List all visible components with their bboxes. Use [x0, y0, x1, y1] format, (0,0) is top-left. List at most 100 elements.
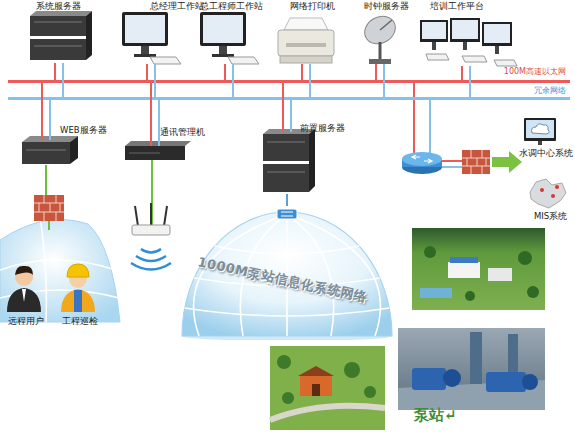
switch-icon [277, 209, 297, 219]
network-link [309, 64, 311, 99]
server-unit [30, 16, 86, 36]
bus-drop [429, 100, 431, 158]
map-shape [530, 179, 566, 208]
workstation-icon [200, 12, 259, 64]
network-link [49, 99, 51, 141]
network-link [41, 82, 43, 141]
network-link [383, 64, 385, 99]
device-node: 远程用户 [8, 262, 46, 312]
network-link [232, 64, 234, 99]
monitor-screen [125, 15, 165, 43]
person-vest [74, 290, 82, 312]
brick-mortar [34, 195, 64, 221]
photo-model [270, 346, 385, 430]
router-top [402, 152, 442, 166]
wireless-icon [131, 203, 171, 270]
map-icon [530, 179, 566, 208]
device-node: 培训工作平台 [418, 16, 514, 66]
network-dome: 1000M泵站信息化系统网络 [180, 206, 394, 340]
person-body [61, 289, 95, 312]
comm-icon [125, 141, 191, 160]
network-link [301, 64, 303, 82]
tree [465, 291, 475, 301]
building [448, 262, 480, 278]
device-label: 总工程师工作站 [200, 1, 263, 11]
server-side [309, 129, 315, 192]
dispatch-icon [524, 118, 556, 145]
pipe [470, 332, 482, 384]
device-label: WEB服务器 [60, 125, 107, 135]
pump [412, 368, 446, 390]
network-link [286, 194, 288, 206]
server-top [30, 11, 92, 16]
network-link [461, 66, 463, 82]
device-node: 前置服务器 [263, 132, 311, 194]
person-icon [7, 266, 41, 312]
monitor-frame [200, 12, 246, 46]
rack-unit [125, 146, 185, 160]
monitor-stand [495, 46, 499, 54]
link-line [45, 165, 47, 195]
device-node: WEB服务器 [22, 140, 70, 166]
monitor-screen [484, 24, 510, 43]
device-label: 前置服务器 [300, 123, 345, 133]
tree [282, 392, 294, 404]
device-node: 通讯管理机 [125, 146, 185, 160]
server-panel [267, 172, 305, 173]
device-node: 时钟服务器 [360, 14, 400, 64]
network-bus: 冗余网络 [8, 85, 570, 100]
device-node: 总经理工作站 [120, 12, 182, 64]
pump [486, 372, 526, 392]
switch-arrows [281, 212, 293, 216]
server-panel [26, 150, 66, 151]
network-link [469, 66, 471, 99]
server-icon [22, 136, 78, 164]
dish-feed [380, 20, 392, 30]
flow-arrow [492, 151, 522, 173]
pump-casing [522, 374, 538, 390]
monitor-stand [538, 141, 542, 145]
antenna [150, 203, 152, 226]
person-hair [15, 266, 33, 275]
wifi-waves [131, 249, 171, 270]
network-bus: 100M高速以太网 [8, 66, 570, 83]
tree [364, 386, 376, 398]
dish-base [369, 59, 391, 64]
printer-icon [278, 18, 334, 63]
server-icon [30, 11, 92, 60]
router-box [132, 225, 170, 235]
link-line [440, 166, 462, 168]
monitor-frame [524, 118, 556, 141]
paper-tray [284, 18, 328, 30]
device-node: 网络打印机 [276, 16, 336, 64]
map-dot [551, 194, 555, 198]
network-link [54, 63, 56, 82]
network-link [62, 63, 64, 99]
tree [344, 362, 360, 378]
rack-top [125, 141, 191, 146]
road [270, 406, 385, 420]
tree [424, 246, 436, 258]
photo-frame [270, 346, 385, 430]
device-label: MIS系统 [534, 211, 567, 221]
server-unit [263, 134, 309, 161]
server-icon [263, 129, 315, 192]
monitor-screen [422, 22, 446, 39]
tree [518, 251, 532, 265]
photo-pump-room [398, 328, 545, 410]
device-label: 时钟服务器 [364, 1, 409, 11]
photo-frame [398, 328, 545, 410]
map-dot [555, 185, 559, 189]
dish-stand [379, 42, 382, 60]
keyboard [150, 57, 181, 64]
roof [450, 257, 478, 263]
door [312, 384, 320, 396]
device-label: 通讯管理机 [160, 127, 205, 137]
network-link [150, 82, 152, 147]
device-label: 网络打印机 [290, 1, 335, 11]
network-link [290, 99, 292, 133]
monitor-screen [452, 20, 478, 39]
printer-slot [286, 43, 326, 47]
map-dot [540, 188, 544, 192]
printer-base [280, 56, 332, 63]
